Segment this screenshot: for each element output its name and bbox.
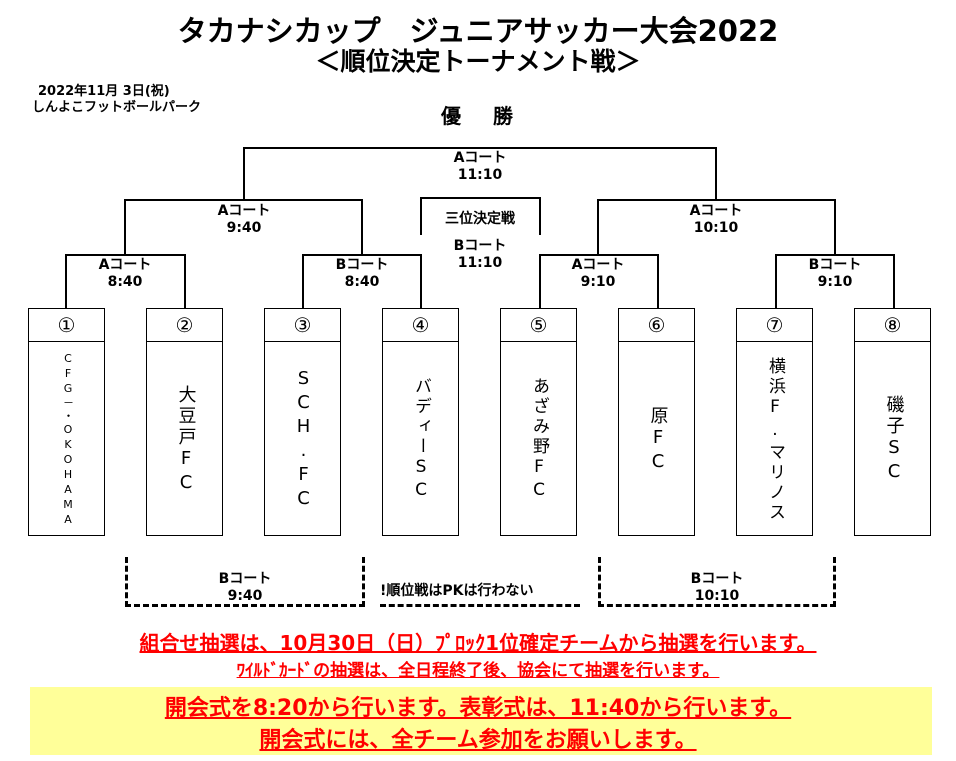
- team-box-6: ⑥ 原FC: [618, 308, 695, 536]
- court-r1-c-time: 9:10: [580, 274, 616, 290]
- consolation-bracket-right: Bコート 10:10: [598, 557, 836, 607]
- team-box-3: ③ SCH.FC: [264, 308, 341, 536]
- winner-label: 優 勝: [441, 104, 519, 128]
- event-venue: しんよこフットボールパーク: [32, 100, 202, 115]
- team-box-5: ⑤ あざみ野FC: [500, 308, 577, 536]
- team-box-8: ⑧ 磯子SC: [854, 308, 931, 536]
- team-number: ⑦: [737, 309, 812, 342]
- consolation-left-court-name: Bコート: [218, 571, 272, 587]
- court-r1-b-time: 8:40: [344, 274, 380, 290]
- notice-attendance: 開会式には、全チーム参加をお願いします。: [259, 728, 697, 753]
- consolation-left-court-time: 9:40: [227, 588, 263, 604]
- team-name: バディーSC: [411, 377, 431, 503]
- court-semi-left: Aコート 9:40: [199, 203, 289, 237]
- bracket-final: [243, 147, 717, 200]
- court-r1-a-name: Aコート: [98, 257, 152, 273]
- consolation-right-court-name: Bコート: [690, 571, 744, 587]
- event-date: 2022年11月 3日(祝): [38, 84, 170, 99]
- page-subtitle: ＜順位決定トーナメント戦＞: [315, 47, 641, 76]
- team-name: あざみ野FC: [529, 377, 549, 503]
- court-r1-a-time: 8:40: [107, 274, 143, 290]
- court-r1-a: Aコート 8:40: [80, 257, 170, 291]
- team-number: ⑧: [855, 309, 930, 342]
- notice-wildcard: ﾜｲﾙﾄﾞｶｰﾄﾞの抽選は、全日程終了後、協会にて抽選を行います。: [236, 661, 720, 681]
- consolation-bracket-left: Bコート 9:40: [125, 557, 365, 607]
- team-name: 原FC: [647, 405, 669, 475]
- notice-draw: 組合せ抽選は、10月30日（日）ﾌﾟﾛｯｸ1位確定チームから抽選を行います。: [139, 631, 817, 655]
- team-box-1: ① CFG－・OKOHAMA: [28, 308, 105, 536]
- court-semi-left-time: 9:40: [226, 220, 262, 236]
- team-number: ③: [265, 309, 340, 342]
- consolation-left-court: Bコート 9:40: [125, 571, 365, 605]
- team-number: ⑥: [619, 309, 694, 342]
- team-box-7: ⑦ 横浜F.マリノス: [736, 308, 813, 536]
- team-name: SCH.FC: [293, 368, 314, 512]
- team-number: ⑤: [501, 309, 576, 342]
- team-name: 大豆戸FC: [175, 384, 197, 496]
- court-semi-right: Aコート 10:10: [671, 203, 761, 237]
- team-number: ②: [147, 309, 222, 342]
- team-number: ①: [29, 309, 104, 342]
- pk-rule-note: !順位戦はPKは行わない: [380, 580, 580, 607]
- bracket-third-place: [420, 197, 541, 235]
- court-r1-b: Bコート 8:40: [317, 257, 407, 291]
- notice-ceremony-times: 開会式を8:20から行います。表彰式は、11:40から行います。: [164, 696, 792, 721]
- court-r1-c-name: Aコート: [571, 257, 625, 273]
- court-r1-d-name: Bコート: [808, 257, 862, 273]
- court-r1-c: Aコート 9:10: [553, 257, 643, 291]
- team-number: ④: [383, 309, 458, 342]
- court-final-name: Aコート: [453, 150, 507, 166]
- court-third-place-time: 11:10: [457, 255, 503, 271]
- third-place-label: 三位決定戦: [425, 211, 535, 228]
- team-box-2: ② 大豆戸FC: [146, 308, 223, 536]
- consolation-right-court: Bコート 10:10: [598, 571, 836, 605]
- court-semi-right-name: Aコート: [689, 203, 743, 219]
- team-name: 磯子SC: [883, 395, 905, 485]
- court-semi-right-time: 10:10: [693, 220, 739, 236]
- court-r1-d-time: 9:10: [817, 274, 853, 290]
- court-r1-d: Bコート 9:10: [790, 257, 880, 291]
- highlight-band: [30, 687, 932, 755]
- court-third-place-name: Bコート: [453, 238, 507, 254]
- court-third-place: Bコート 11:10: [435, 238, 525, 272]
- court-semi-left-name: Aコート: [217, 203, 271, 219]
- team-box-4: ④ バディーSC: [382, 308, 459, 536]
- court-final: Aコート 11:10: [435, 150, 525, 184]
- consolation-right-court-time: 10:10: [694, 588, 740, 604]
- team-name: 横浜F.マリノス: [765, 357, 785, 523]
- court-final-time: 11:10: [457, 167, 503, 183]
- team-name: CFG－・OKOHAMA: [61, 352, 75, 528]
- page-title: タカナシカップ ジュニアサッカー大会2022: [177, 14, 779, 48]
- court-r1-b-name: Bコート: [335, 257, 389, 273]
